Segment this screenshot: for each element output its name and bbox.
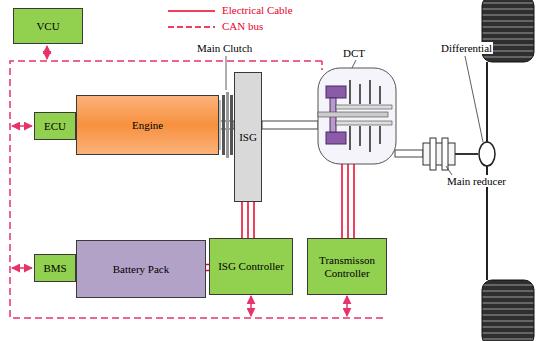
differential [479, 142, 495, 166]
component-box: BMS [34, 254, 76, 282]
part-label: Main Clutch [196, 42, 253, 54]
component-label: ISG [239, 131, 257, 144]
legend-dash-sample [168, 26, 215, 28]
legend-text: Electrical Cable [222, 4, 293, 16]
leader-line [226, 56, 227, 90]
can-vcu [46, 46, 48, 59]
component-box: VCU [13, 8, 83, 44]
axle [486, 62, 488, 280]
part-label: DCT [342, 47, 366, 59]
component-label: Transmisson Controller [311, 254, 383, 279]
electrical-cable [242, 202, 254, 238]
component-label: ECU [44, 120, 66, 133]
isg-shaft [262, 121, 318, 129]
wheel [482, 280, 534, 341]
legend-text: CAN bus [222, 20, 263, 32]
component-box: Engine [76, 95, 219, 155]
can-isgc [250, 296, 252, 316]
component-box: Transmisson Controller [307, 238, 387, 295]
dct-gearbox [318, 68, 396, 164]
component-label: Engine [132, 119, 163, 132]
leader-line [352, 60, 356, 68]
can-tc [346, 296, 348, 316]
component-label: Battery Pack [113, 263, 170, 276]
can-bms [12, 267, 32, 269]
component-label: VCU [36, 20, 59, 33]
dct-cable [342, 164, 354, 238]
main-reducer [423, 138, 478, 170]
component-box: ISG Controller [209, 238, 293, 295]
leader-line [465, 56, 483, 142]
part-label: Main reducer [446, 175, 507, 187]
component-box: ECU [34, 112, 76, 140]
output-shaft [395, 150, 423, 157]
component-label: ISG Controller [218, 260, 284, 273]
component-box: Battery Pack [76, 240, 206, 298]
component-box: ISG [234, 72, 262, 202]
main-clutch [219, 92, 233, 158]
can-ecu [12, 125, 32, 127]
leader-line [446, 166, 452, 175]
component-label: BMS [43, 262, 66, 275]
legend-line-sample [168, 10, 215, 12]
part-label: Differential [440, 42, 493, 54]
can-dct [321, 61, 323, 70]
